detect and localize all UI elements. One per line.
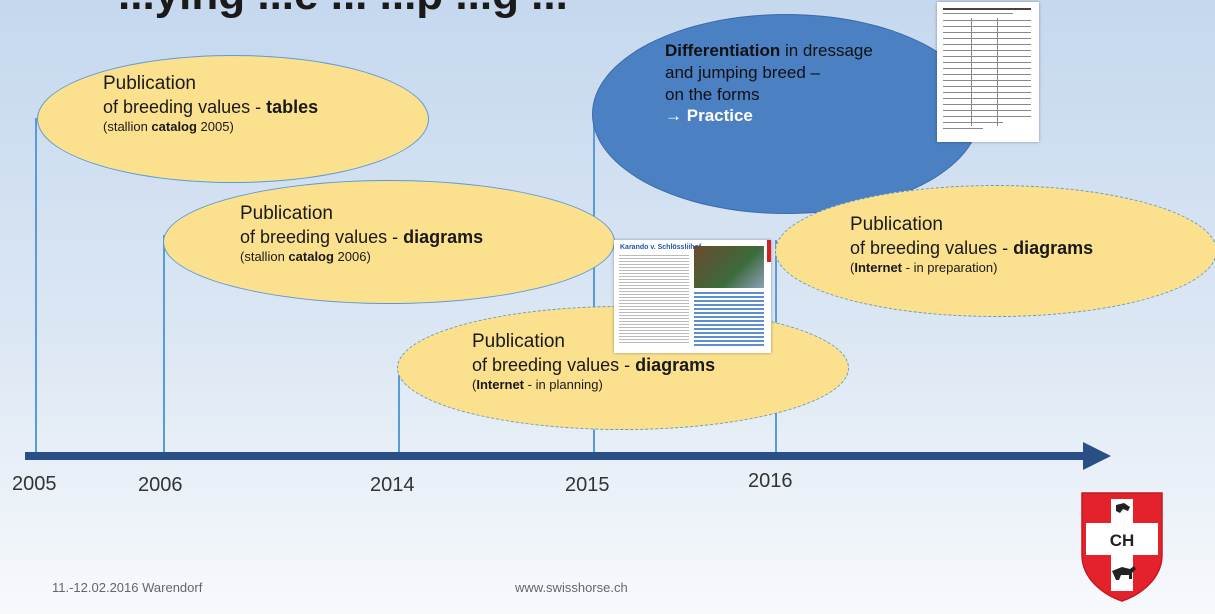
- milestone-note-end: - in preparation): [902, 260, 998, 276]
- milestone-heading: Publication: [472, 331, 565, 352]
- timeline-arrowhead: [1083, 442, 1111, 470]
- milestone-bubble-2016: [775, 185, 1215, 317]
- connector-2006: [163, 235, 165, 456]
- milestone-heading: Publication: [103, 73, 196, 94]
- milestone-note-end: 2006): [333, 249, 371, 265]
- milestone-note: (: [850, 260, 855, 276]
- milestone-line-bold: tables: [266, 97, 319, 118]
- year-label-2015: 2015: [565, 474, 610, 496]
- milestone-line: of breeding values -: [472, 355, 636, 376]
- milestone-note-bold: catalog: [151, 119, 197, 135]
- milestone-bubble-2015: [592, 14, 980, 214]
- practice-label: Practice: [686, 106, 753, 126]
- magazine-headline: Karando v. Schlössliihof: [620, 244, 702, 251]
- logo-ch-text: CH: [1110, 531, 1135, 550]
- year-label-2006: 2006: [138, 474, 183, 496]
- milestone-heading: Publication: [850, 214, 943, 235]
- milestone-text-2014: Publication of breeding values - diagram…: [472, 330, 715, 394]
- slide-title: ...ying ...e ... ...p ...g ...: [118, 0, 568, 20]
- connector-2014: [398, 372, 400, 456]
- milestone-line: of breeding values -: [850, 238, 1014, 259]
- timeline-axis: [25, 452, 1085, 460]
- milestone-line: in dressage: [780, 41, 873, 60]
- form-document-thumbnail: [937, 2, 1039, 142]
- year-label-2014: 2014: [370, 474, 415, 496]
- milestone-bubble-2005: [37, 55, 429, 183]
- milestone-note: (stallion: [103, 119, 152, 135]
- milestone-line-bold: diagrams: [1013, 238, 1094, 259]
- year-label-2016: 2016: [748, 470, 793, 492]
- milestone-text-2015: Differentiation in dressage and jumping …: [665, 40, 873, 127]
- swisshorse-logo: CH: [1080, 491, 1164, 608]
- milestone-text-2016: Publication of breeding values - diagram…: [850, 213, 1093, 277]
- footer-website: www.swisshorse.ch: [515, 580, 628, 595]
- milestone-line-2: and jumping breed –: [665, 62, 821, 82]
- magazine-page-thumbnail: Karando v. Schlössliihof: [614, 240, 771, 353]
- milestone-text-2005: Publication of breeding values - tables …: [103, 72, 318, 136]
- milestone-note-bold: Internet: [476, 377, 525, 393]
- milestone-line-3: on the forms: [665, 84, 760, 104]
- milestone-line: of breeding values -: [240, 227, 404, 248]
- milestone-note: (: [472, 377, 477, 393]
- horse-photo: [694, 246, 764, 288]
- milestone-note: (stallion: [240, 249, 289, 265]
- connector-2015: [593, 118, 595, 456]
- milestone-note-end: - in planning): [524, 377, 603, 393]
- milestone-note-end: 2005): [196, 119, 234, 135]
- milestone-line-bold: diagrams: [635, 355, 716, 376]
- year-label-2005: 2005: [12, 473, 57, 495]
- footer-event: 11.-12.02.2016 Warendorf: [52, 580, 203, 595]
- milestone-text-2006: Publication of breeding values - diagram…: [240, 202, 483, 266]
- milestone-line-bold: diagrams: [403, 227, 484, 248]
- milestone-note-bold: Internet: [854, 260, 903, 276]
- milestone-bubble-2006: [163, 180, 615, 304]
- milestone-note-bold: catalog: [288, 249, 334, 265]
- connector-2005: [35, 118, 37, 456]
- milestone-line: of breeding values -: [103, 97, 267, 118]
- milestone-line-bold: Differentiation: [665, 41, 781, 60]
- milestone-heading: Publication: [240, 203, 333, 224]
- arrow-right-icon: →: [665, 106, 682, 126]
